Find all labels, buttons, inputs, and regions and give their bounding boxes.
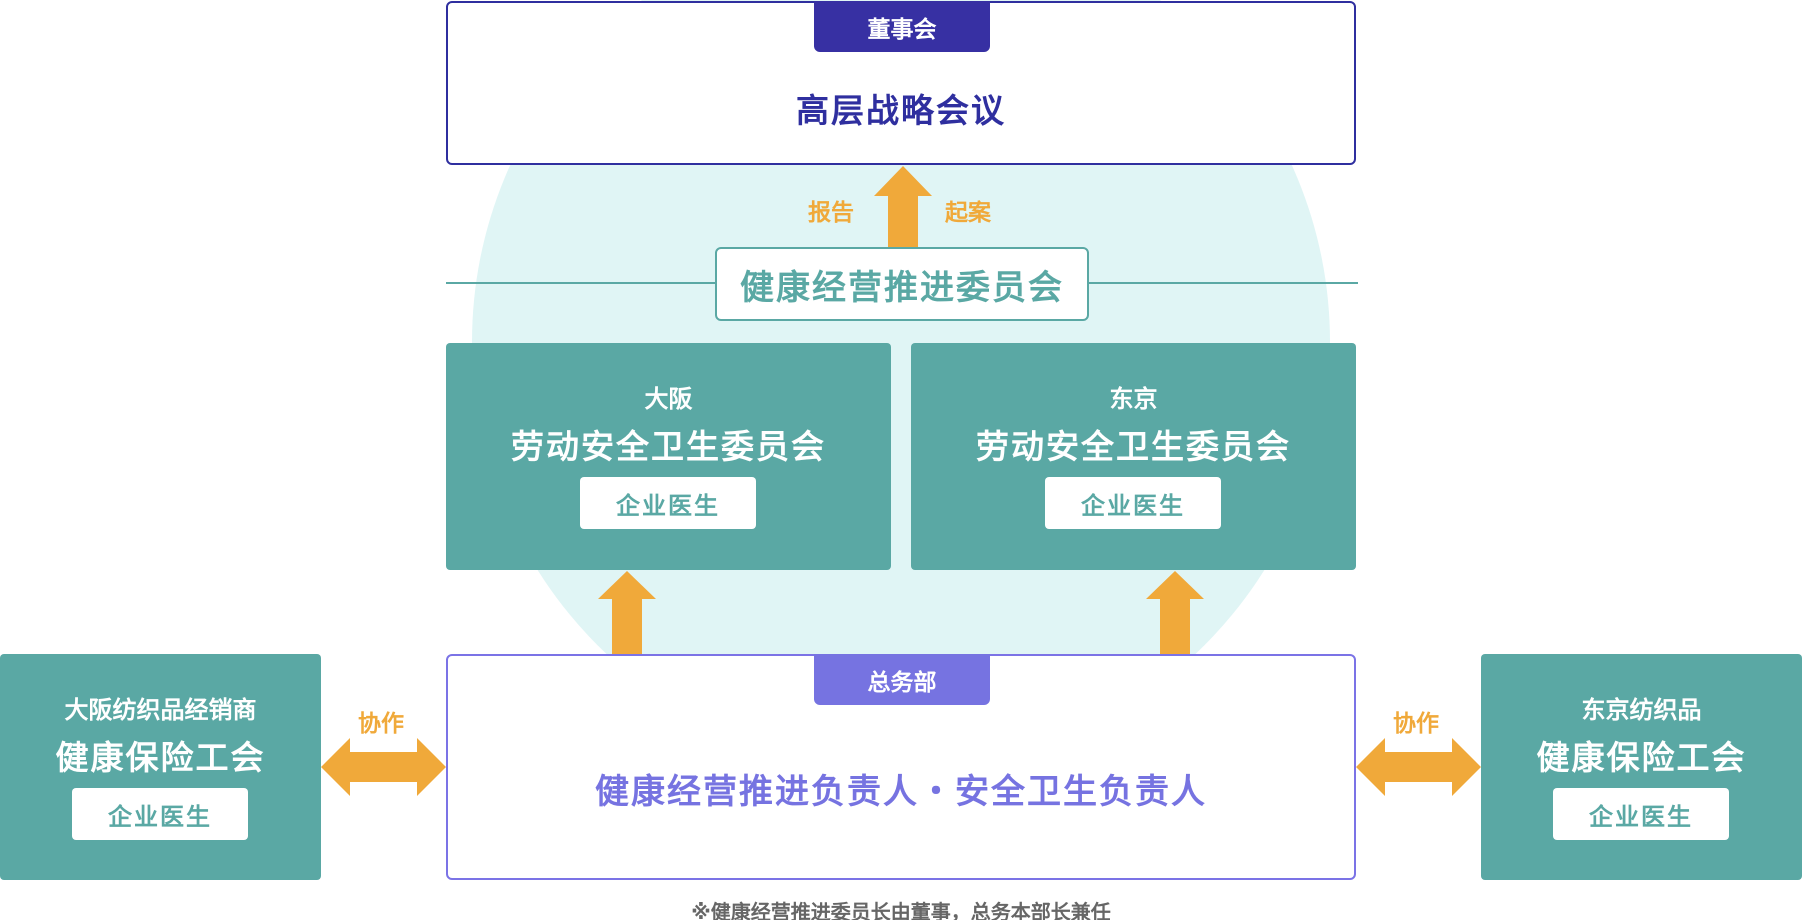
tokyo-safety-committee-box: 东京 劳动安全卫生委员会 企业医生 [911,343,1356,570]
collab-arrow-left-icon [321,738,446,796]
report-arrow-icon [874,166,932,248]
osaka-location-label: 大阪 [644,385,693,413]
up-arrow-right-icon [1146,571,1204,654]
tokyo-union-line2: 健康保险工会 [1536,738,1747,777]
proposal-label: 起案 [945,200,991,226]
promotion-committee-box: 健康经营推进委员会 [715,247,1089,321]
footnote: ※健康经营推进委员长由董事，总务本部长兼任 [691,900,1111,920]
osaka-union-line2: 健康保险工会 [55,738,266,777]
osaka-union-box: 大阪纺织品经销商 健康保险工会 企业医生 [0,654,321,880]
osaka-safety-committee-box: 大阪 劳动安全卫生委员会 企业医生 [446,343,891,570]
divider-line-right [1088,282,1358,284]
collab-label-left: 协作 [358,711,404,737]
tokyo-committee-name: 劳动安全卫生委员会 [976,427,1291,466]
collab-label-right: 协作 [1393,711,1439,737]
tokyo-union-line1: 东京纺织品 [1581,696,1702,724]
tokyo-location-label: 东京 [1109,385,1158,413]
collab-arrow-right-icon [1356,738,1481,796]
tokyo-doctor-pill: 企业医生 [1045,477,1221,529]
osaka-union-doctor-pill: 企业医生 [72,788,248,840]
general-affairs-title: 健康经营推进负责人・安全卫生负责人 [595,772,1207,812]
strategy-meeting-title: 高层战略会议 [796,91,1006,130]
board-tab: 董事会 [814,1,990,52]
osaka-doctor-pill: 企业医生 [580,477,756,529]
osaka-union-line1: 大阪纺织品经销商 [64,696,257,724]
general-affairs-tab: 总务部 [814,654,990,705]
up-arrow-left-icon [598,571,656,654]
tokyo-union-box: 东京纺织品 健康保险工会 企业医生 [1481,654,1802,880]
report-label: 报告 [808,200,854,226]
tokyo-union-doctor-pill: 企业医生 [1553,788,1729,840]
divider-line-left [446,282,716,284]
osaka-committee-name: 劳动安全卫生委员会 [511,427,826,466]
